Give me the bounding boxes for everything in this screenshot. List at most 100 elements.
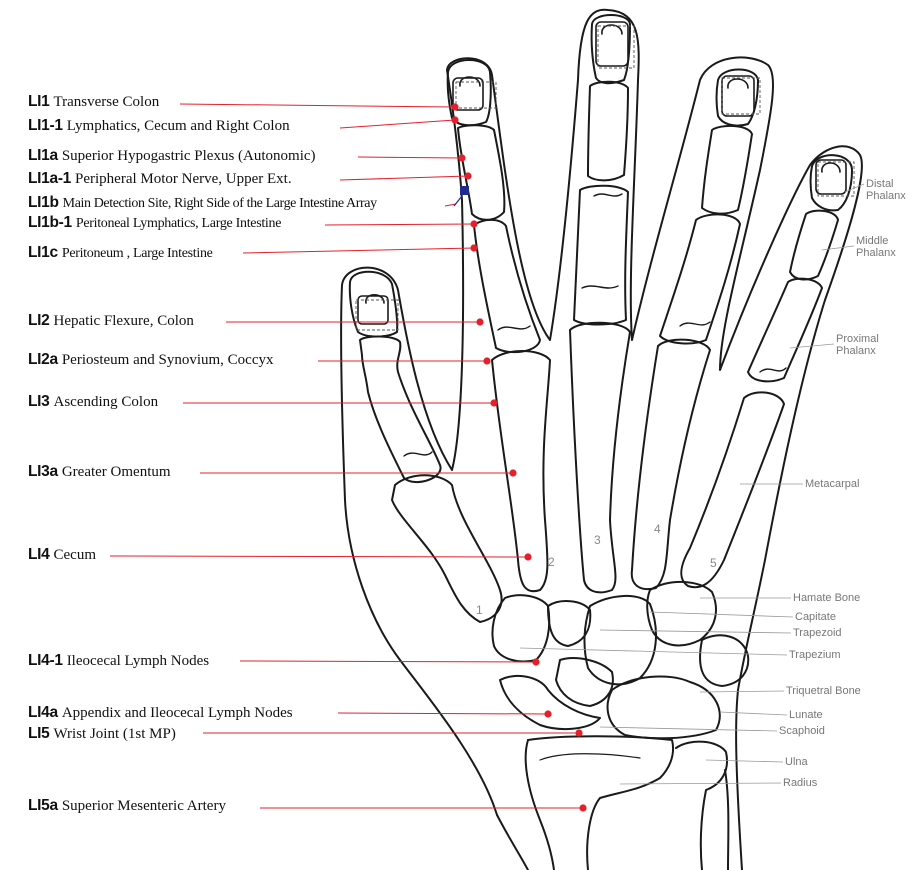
- point-dot: [532, 658, 540, 666]
- little-distal: [809, 154, 853, 212]
- lunate-bone: [555, 657, 614, 707]
- radius-bone: [527, 735, 674, 870]
- bone-label-scaphoid: Scaphoid: [779, 725, 825, 737]
- point-dot: [490, 399, 498, 407]
- point-dot: [579, 804, 587, 812]
- leader-line: [324, 223, 475, 226]
- thumb-metacarpal: [391, 474, 503, 623]
- point-code: LI4: [28, 546, 50, 563]
- point-text: Ileocecal Lymph Nodes: [66, 653, 210, 669]
- bone-leader-line: [619, 782, 782, 785]
- point-dot: [524, 553, 532, 561]
- bone-label-trapezoid: Trapezoid: [793, 627, 842, 639]
- bone-label-line: Phalanx: [866, 190, 906, 202]
- point-text: Hepatic Flexure, Colon: [53, 313, 194, 329]
- ulna-bone: [675, 740, 728, 870]
- point-text: Transverse Colon: [53, 94, 160, 110]
- hand-outline: [340, 8, 863, 870]
- point-code: LI4a: [28, 704, 58, 721]
- leader-line: [239, 660, 537, 663]
- point-code: LI1b-1: [28, 214, 72, 231]
- point-dot: [451, 103, 459, 111]
- leader-line: [444, 203, 457, 207]
- leader-line: [337, 712, 549, 715]
- thumb-proximal: [359, 335, 442, 484]
- bone-leader-line: [649, 611, 794, 618]
- leader-line: [339, 119, 456, 129]
- bone-leader-line: [821, 245, 855, 251]
- point-text: Appendix and Ileocecal Lymph Nodes: [61, 705, 293, 721]
- point-dot: [483, 357, 491, 365]
- point-text: Ascending Colon: [53, 394, 159, 410]
- point-text: Superior Mesenteric Artery: [61, 798, 226, 814]
- point-text: Peritoneal Lymphatics, Large Intestine: [75, 216, 282, 231]
- bone-label-lunate: Lunate: [789, 709, 823, 721]
- hamate-bone: [646, 580, 717, 647]
- bone-label-line: Phalanx: [856, 247, 896, 259]
- main-detection-marker: [460, 186, 469, 195]
- point-code: LI1: [28, 93, 50, 110]
- bone-label-line: Phalanx: [836, 345, 876, 357]
- point-text: Cecum: [53, 547, 97, 563]
- leader-line: [242, 247, 475, 254]
- thumb-distal: [348, 270, 399, 338]
- point-dot: [575, 729, 583, 737]
- bone-label-ulna: Ulna: [785, 756, 808, 768]
- point-code: LI1-1: [28, 117, 63, 134]
- metacarpal-number-3: 3: [594, 533, 601, 547]
- middle-metacarpal: [569, 321, 631, 594]
- point-code: LI1b: [28, 194, 59, 211]
- point-code: LI1a: [28, 147, 58, 164]
- point-dot: [509, 469, 517, 477]
- bone-label-capitate: Capitate: [795, 611, 836, 623]
- bone-leader-line: [844, 183, 865, 193]
- bone-leader-line: [599, 726, 778, 732]
- bone-label-triquetral: Triquetral Bone: [786, 685, 861, 697]
- point-text: Periosteum and Synovium, Coccyx: [61, 352, 274, 368]
- metacarpal-number-2: 2: [548, 555, 555, 569]
- pisiform-bone: [699, 634, 750, 687]
- bone-label-metacarpal: Metacarpal: [805, 478, 860, 490]
- leader-line: [179, 103, 456, 108]
- point-dot: [470, 220, 478, 228]
- point-text: Main Detection Site, Right Side of the L…: [62, 196, 377, 211]
- bone-leader-line: [789, 343, 835, 349]
- point-text: Wrist Joint (1st MP): [53, 726, 176, 742]
- trapezoid-bone: [547, 600, 592, 647]
- bone-leader-line: [719, 711, 788, 716]
- metacarpal-number-4: 4: [654, 522, 661, 536]
- ring-middle: [701, 124, 753, 215]
- point-code: LI4-1: [28, 652, 63, 669]
- bone-leader-line: [599, 629, 792, 634]
- middle-proximal: [573, 184, 629, 326]
- point-text: Lymphatics, Cecum and Right Colon: [66, 118, 290, 134]
- ring-metacarpal: [630, 338, 711, 590]
- bone-label-trapezium: Trapezium: [789, 649, 841, 661]
- bone-leader-line: [519, 647, 788, 656]
- point-code: LI3a: [28, 463, 58, 480]
- bone-label-radius: Radius: [783, 777, 818, 789]
- little-proximal: [747, 277, 823, 383]
- bone-label-hamate: Hamate Bone: [793, 592, 861, 604]
- bone-leader-line: [699, 690, 785, 693]
- point-dot: [544, 710, 552, 718]
- capitate-bone: [583, 594, 657, 686]
- point-dot: [464, 172, 472, 180]
- point-code: LI1a-1: [28, 170, 71, 187]
- wrist-left-line: [496, 814, 529, 870]
- middle-middle: [587, 80, 629, 182]
